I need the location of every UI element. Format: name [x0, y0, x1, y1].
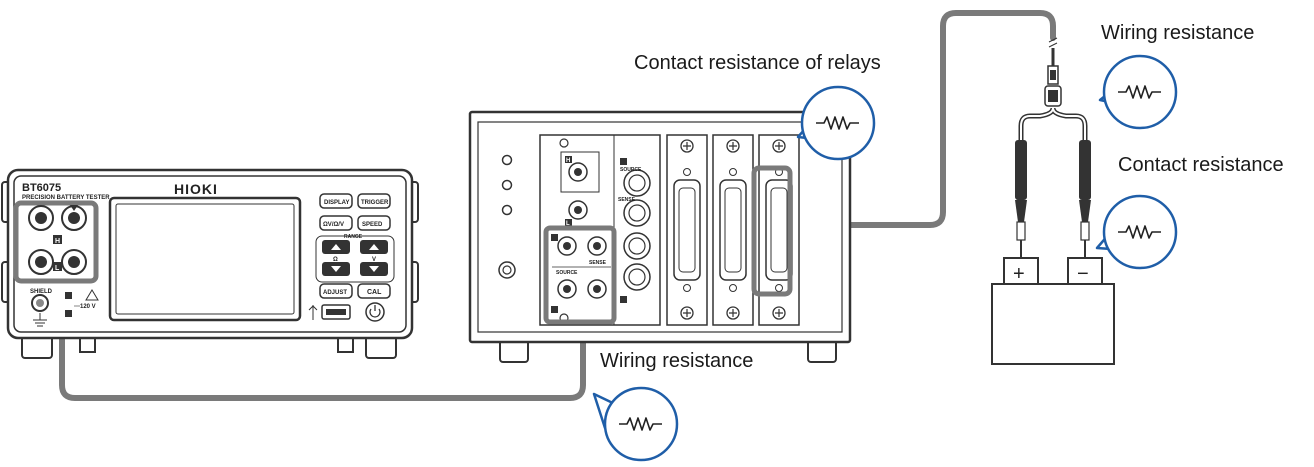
- unit-panel-source-label: SOURCE: [556, 270, 578, 276]
- unit-terminal-l: L: [566, 221, 570, 227]
- resistor-icon: [1118, 85, 1161, 99]
- battery-minus: −: [1077, 263, 1089, 285]
- battery: [991, 257, 1115, 365]
- range-label: RANGE: [344, 234, 363, 240]
- instrument-terminals: [13, 200, 99, 284]
- bubble-contact: [1095, 194, 1178, 270]
- bubble-wiring-bottom: [592, 386, 679, 462]
- label-contact-resistance-relays: Contact resistance of relays: [634, 52, 881, 74]
- warning-icon: [85, 289, 99, 301]
- volt-label: V: [372, 257, 376, 263]
- instrument-buttons: [308, 193, 395, 322]
- instrument-model: BT6075: [22, 182, 61, 194]
- battery-plus: +: [1013, 263, 1025, 285]
- instrument-brand: HIOKI: [174, 181, 218, 197]
- btn-mode: ΩV/Ω/V: [323, 222, 344, 228]
- resistor-icon: [619, 417, 662, 431]
- power-icon: [365, 302, 385, 322]
- bt6075-instrument: [1, 168, 419, 359]
- usb-icon: [308, 305, 318, 320]
- probe-assembly: [1015, 37, 1091, 258]
- resistor-icon: [816, 116, 859, 130]
- resistor-icon: [1118, 225, 1161, 239]
- label-wiring-resistance-top: Wiring resistance: [1101, 22, 1255, 44]
- instrument-terminal-l: L: [55, 265, 60, 272]
- label-wiring-resistance-bottom: Wiring resistance: [600, 350, 754, 372]
- unit-source-label: SOURCE: [620, 167, 642, 173]
- btn-display: DISPLAY: [324, 200, 349, 206]
- shield-terminal: [31, 289, 99, 327]
- label-contact-resistance: Contact resistance: [1118, 154, 1284, 176]
- switch-unit: [468, 110, 852, 363]
- unit-sense-label: SENSE: [618, 197, 636, 203]
- shield-label: SHIELD: [30, 289, 53, 295]
- voltage-label: ⋯120 V: [74, 304, 96, 310]
- btn-trigger: TRIGGER: [361, 200, 389, 206]
- unit-terminal-h: H: [566, 158, 570, 164]
- ohm-label: Ω: [333, 257, 338, 263]
- bubble-relays: [796, 85, 876, 161]
- btn-adjust: ADJUST: [323, 290, 347, 296]
- btn-speed: SPEED: [362, 222, 383, 228]
- ground-icon: [33, 313, 47, 327]
- cable-top: [787, 10, 1056, 228]
- cable-bottom: [59, 247, 586, 401]
- bubble-wiring-top: [1098, 54, 1178, 130]
- btn-cal: CAL: [367, 289, 382, 296]
- unit-panel-sense-label: SENSE: [589, 260, 607, 266]
- instrument-terminal-h: H: [55, 238, 60, 245]
- instrument-subtitle: PRECISION BATTERY TESTER: [22, 195, 110, 201]
